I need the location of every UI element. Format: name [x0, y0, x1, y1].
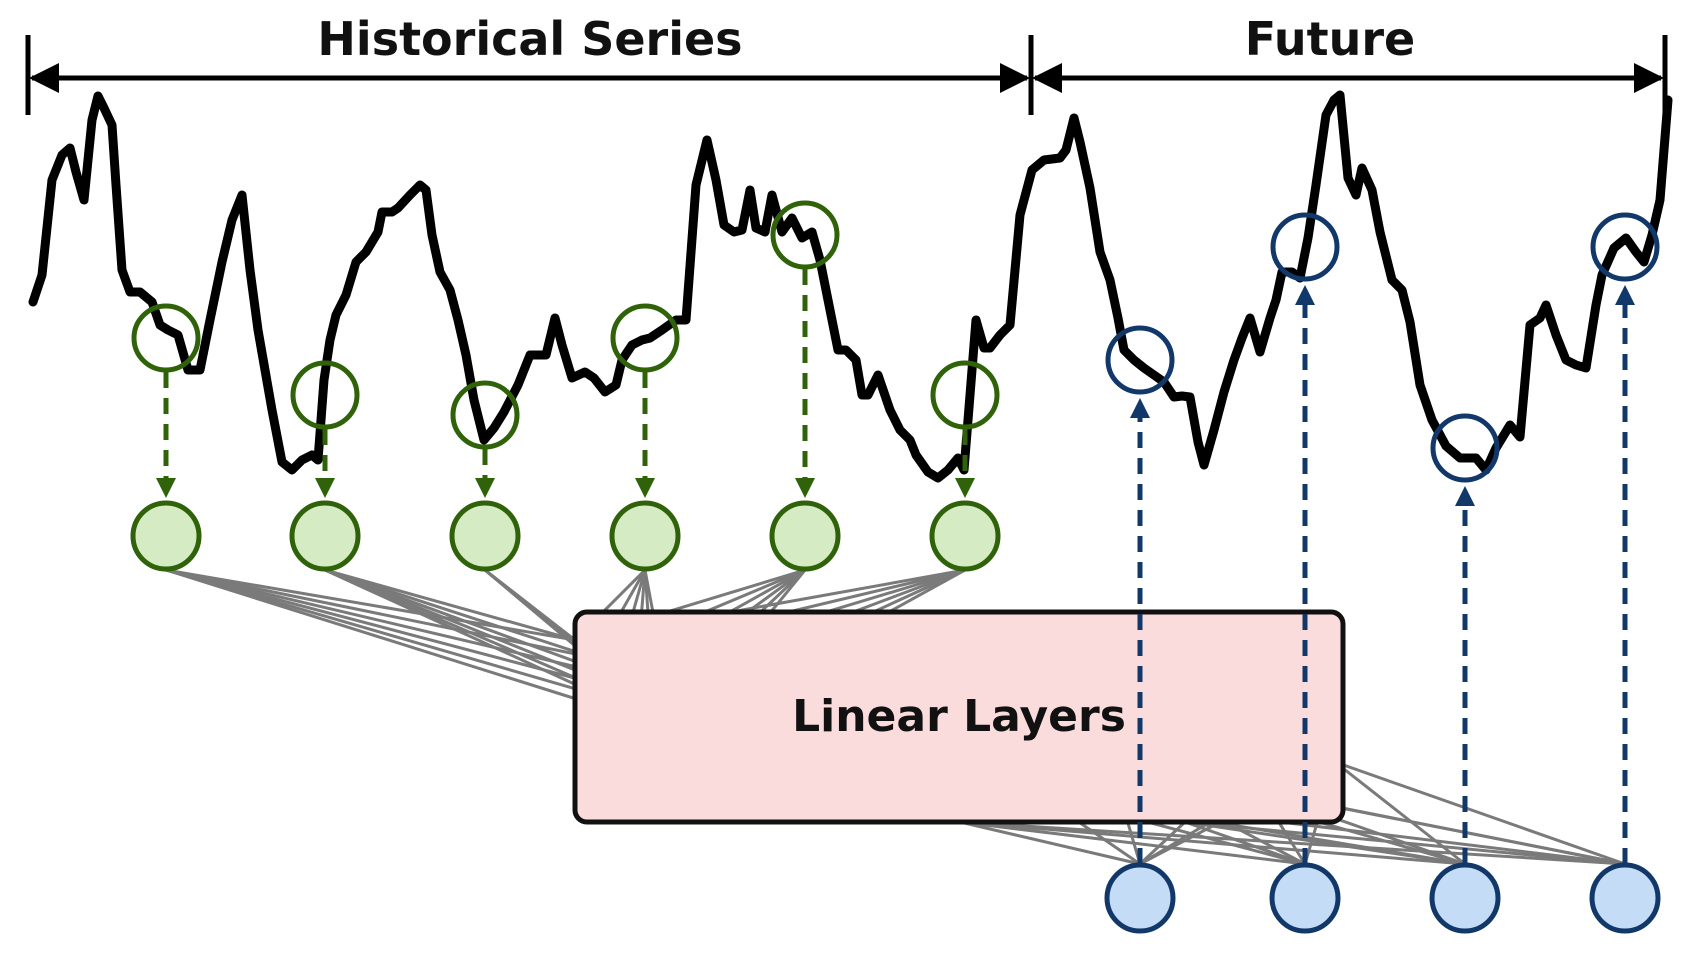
historical-sample-marker: [450, 380, 520, 450]
future-output-node: [1269, 862, 1341, 934]
future-output-node: [1429, 862, 1501, 934]
down-arrowhead-icon: [635, 478, 655, 498]
historical-input-node: [289, 500, 361, 572]
historical-input-node: [130, 500, 202, 572]
connection-line: [324, 568, 616, 678]
time-series-line: [28, 90, 1673, 483]
down-arrowhead-icon: [156, 478, 176, 498]
historical-sample-marker: [131, 303, 201, 373]
future-sample-marker: [1105, 325, 1175, 395]
future-sampling: [1104, 212, 1661, 934]
historical-sample-marker: [930, 360, 1000, 430]
up-arrowhead-icon: [1455, 486, 1475, 506]
linear-layers-box: [572, 609, 1346, 825]
connection-line: [1184, 820, 1626, 866]
connection-line: [165, 568, 616, 678]
up-arrowhead-icon: [1295, 285, 1315, 305]
down-arrowhead-icon: [315, 478, 335, 498]
linear-layers-block: Linear Layers: [572, 609, 1346, 825]
time-span-brackets: Historical Series Future: [25, 12, 1668, 115]
down-arrowhead-icon: [795, 478, 815, 498]
historical-sample-marker: [770, 200, 840, 270]
connection-line: [959, 820, 1466, 866]
future-label: Future: [1245, 12, 1416, 66]
connection-line: [324, 568, 576, 642]
future-sample-marker: [1270, 212, 1340, 282]
connection-line: [165, 568, 636, 696]
down-arrowhead-icon: [475, 478, 495, 498]
historical-series-label: Historical Series: [317, 12, 742, 66]
connection-line: [959, 820, 1626, 866]
future-sample-marker: [1430, 413, 1500, 483]
historical-sampling: [130, 200, 1001, 572]
historical-input-node: [449, 500, 521, 572]
connection-line: [1184, 820, 1466, 866]
up-arrowhead-icon: [1615, 285, 1635, 305]
historical-input-node: [609, 500, 681, 572]
historical-input-node: [769, 500, 841, 572]
future-output-node: [1104, 862, 1176, 934]
historical-sample-marker: [290, 360, 360, 430]
connection-line: [959, 820, 1306, 866]
future-output-node: [1589, 862, 1661, 934]
connection-line: [1334, 760, 1626, 866]
historical-sample-marker: [610, 303, 680, 373]
connection-line: [1184, 820, 1306, 866]
connection-line: [959, 820, 1141, 866]
future-sample-marker: [1590, 212, 1660, 282]
linear-layers-label: Linear Layers: [792, 691, 1126, 742]
historical-input-node: [929, 500, 1001, 572]
connection-line: [324, 568, 596, 660]
down-arrowhead-icon: [955, 478, 975, 498]
up-arrowhead-icon: [1130, 398, 1150, 418]
